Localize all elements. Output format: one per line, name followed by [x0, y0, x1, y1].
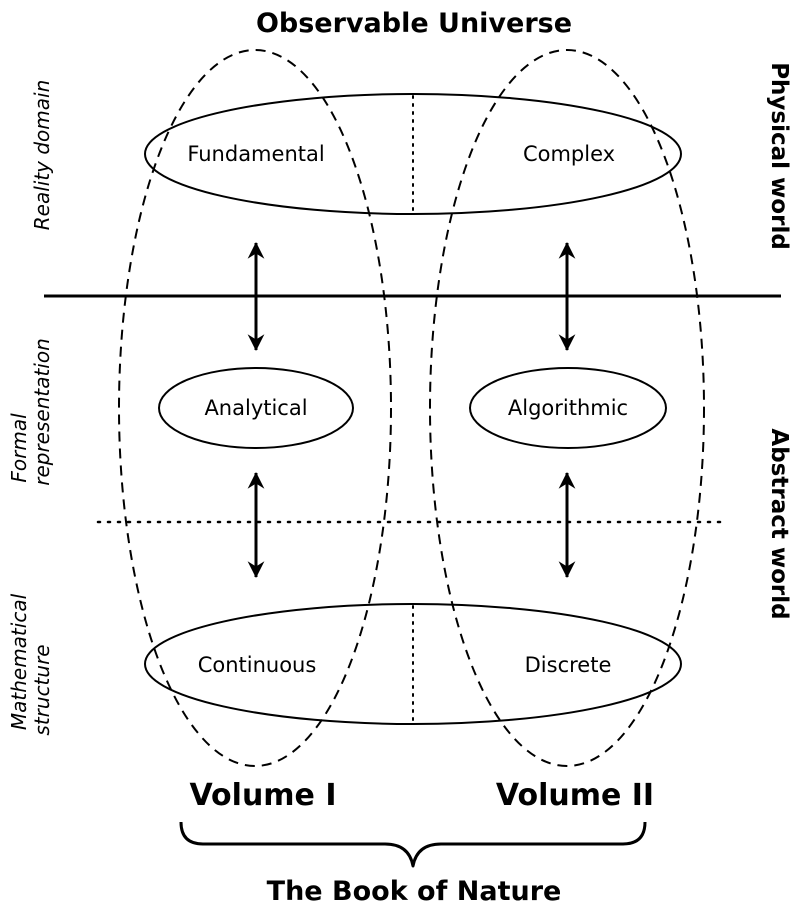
formal-representation-label-line2: representation	[30, 338, 54, 486]
math-structure-ellipse	[144, 603, 682, 725]
volume-two-ellipse	[429, 49, 705, 767]
mathematical-structure-label-line2: structure	[30, 644, 54, 735]
mathematical-structure-label-line1: Mathematical	[7, 593, 31, 730]
physical-world-label: Physical world	[766, 62, 792, 250]
book-brace	[179, 821, 647, 868]
reality-domain-label: Reality domain	[30, 80, 54, 231]
volume-one-ellipse	[118, 49, 392, 767]
discrete-label: Discrete	[525, 653, 612, 677]
reality-domain-ellipse	[144, 93, 682, 215]
continuous-label: Continuous	[198, 653, 317, 677]
diagram-title: Observable Universe	[256, 8, 572, 39]
abstract-world-label: Abstract world	[766, 428, 792, 619]
complex-label: Complex	[523, 142, 615, 166]
fundamental-label: Fundamental	[187, 142, 324, 166]
analytical-label: Analytical	[204, 396, 307, 420]
formal-representation-label-line1: Formal	[7, 413, 31, 483]
volume-two-label: Volume II	[496, 778, 654, 813]
volume-one-label: Volume I	[189, 778, 336, 813]
book-of-nature-label: The Book of Nature	[267, 876, 562, 907]
algorithmic-ellipse	[469, 367, 667, 449]
algorithmic-label: Algorithmic	[508, 396, 628, 420]
analytical-ellipse	[158, 367, 354, 449]
